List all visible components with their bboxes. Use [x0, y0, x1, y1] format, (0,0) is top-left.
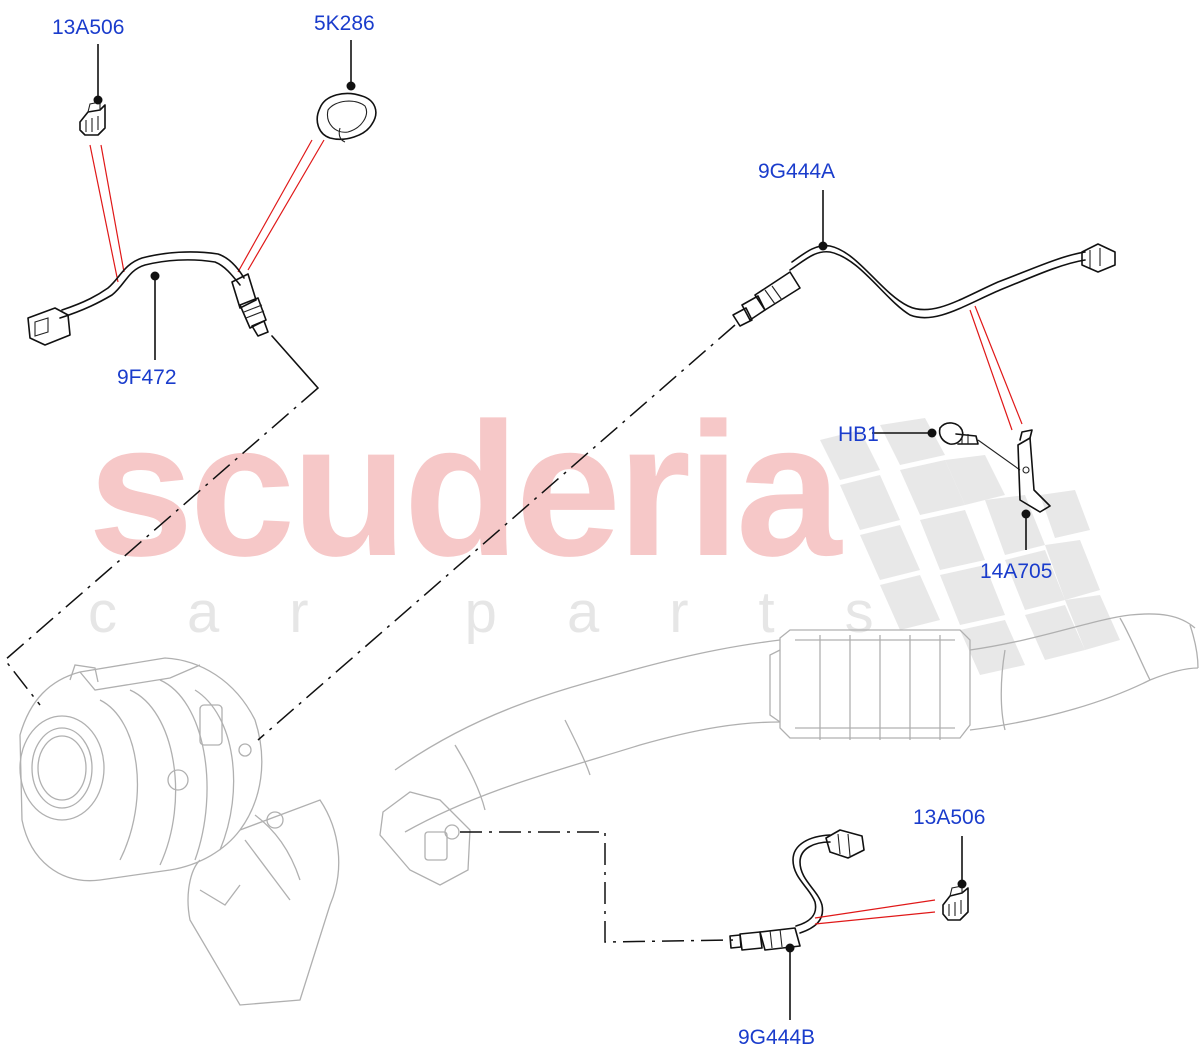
mounting-bracket[interactable] [1017, 429, 1051, 513]
callout-dot-connector-clip-lower [957, 879, 967, 889]
callout-dot-bolt [927, 428, 937, 438]
connector-clip-lower[interactable] [942, 885, 969, 921]
assembly-reference-lines [3, 324, 736, 943]
oxygen-sensor-lower[interactable] [729, 829, 865, 951]
exhaust-pipe [19, 613, 1199, 1006]
bolt[interactable] [938, 422, 1021, 471]
callout-label-HB1[interactable]: HB1 [838, 423, 879, 446]
red-reference-lines-top [89, 139, 325, 283]
oxygen-sensor-right-upper[interactable] [732, 243, 1116, 327]
callout-dot-sensor-lower [785, 943, 795, 953]
callout-label-9G444B[interactable]: 9G444B [738, 1026, 815, 1049]
callout-dot-grommet [346, 81, 356, 91]
oxygen-sensor-left[interactable] [27, 251, 269, 346]
callout-label-9F472[interactable]: 9F472 [117, 366, 177, 389]
callout-label-5K286[interactable]: 5K286 [314, 12, 375, 35]
red-reference-lines-right [969, 305, 1023, 431]
callout-label-9G444A[interactable]: 9G444A [758, 160, 835, 183]
callout-label-13A506-lower[interactable]: 13A506 [913, 806, 985, 829]
red-reference-lines-lower [814, 899, 936, 925]
callout-dot-sensor-right-upper [818, 241, 828, 251]
callout-label-14A705[interactable]: 14A705 [980, 560, 1052, 583]
callout-dot-sensor-left [150, 271, 160, 281]
grommet[interactable] [316, 92, 377, 143]
watermark-brand: scuderia [88, 384, 843, 596]
callout-label-13A506-top[interactable]: 13A506 [52, 16, 124, 39]
callout-dot-connector-clip-top [93, 95, 103, 105]
callout-dot-bracket [1021, 509, 1031, 519]
connector-clip-top[interactable] [79, 101, 106, 136]
watermark-tagline: car parts [88, 580, 944, 645]
